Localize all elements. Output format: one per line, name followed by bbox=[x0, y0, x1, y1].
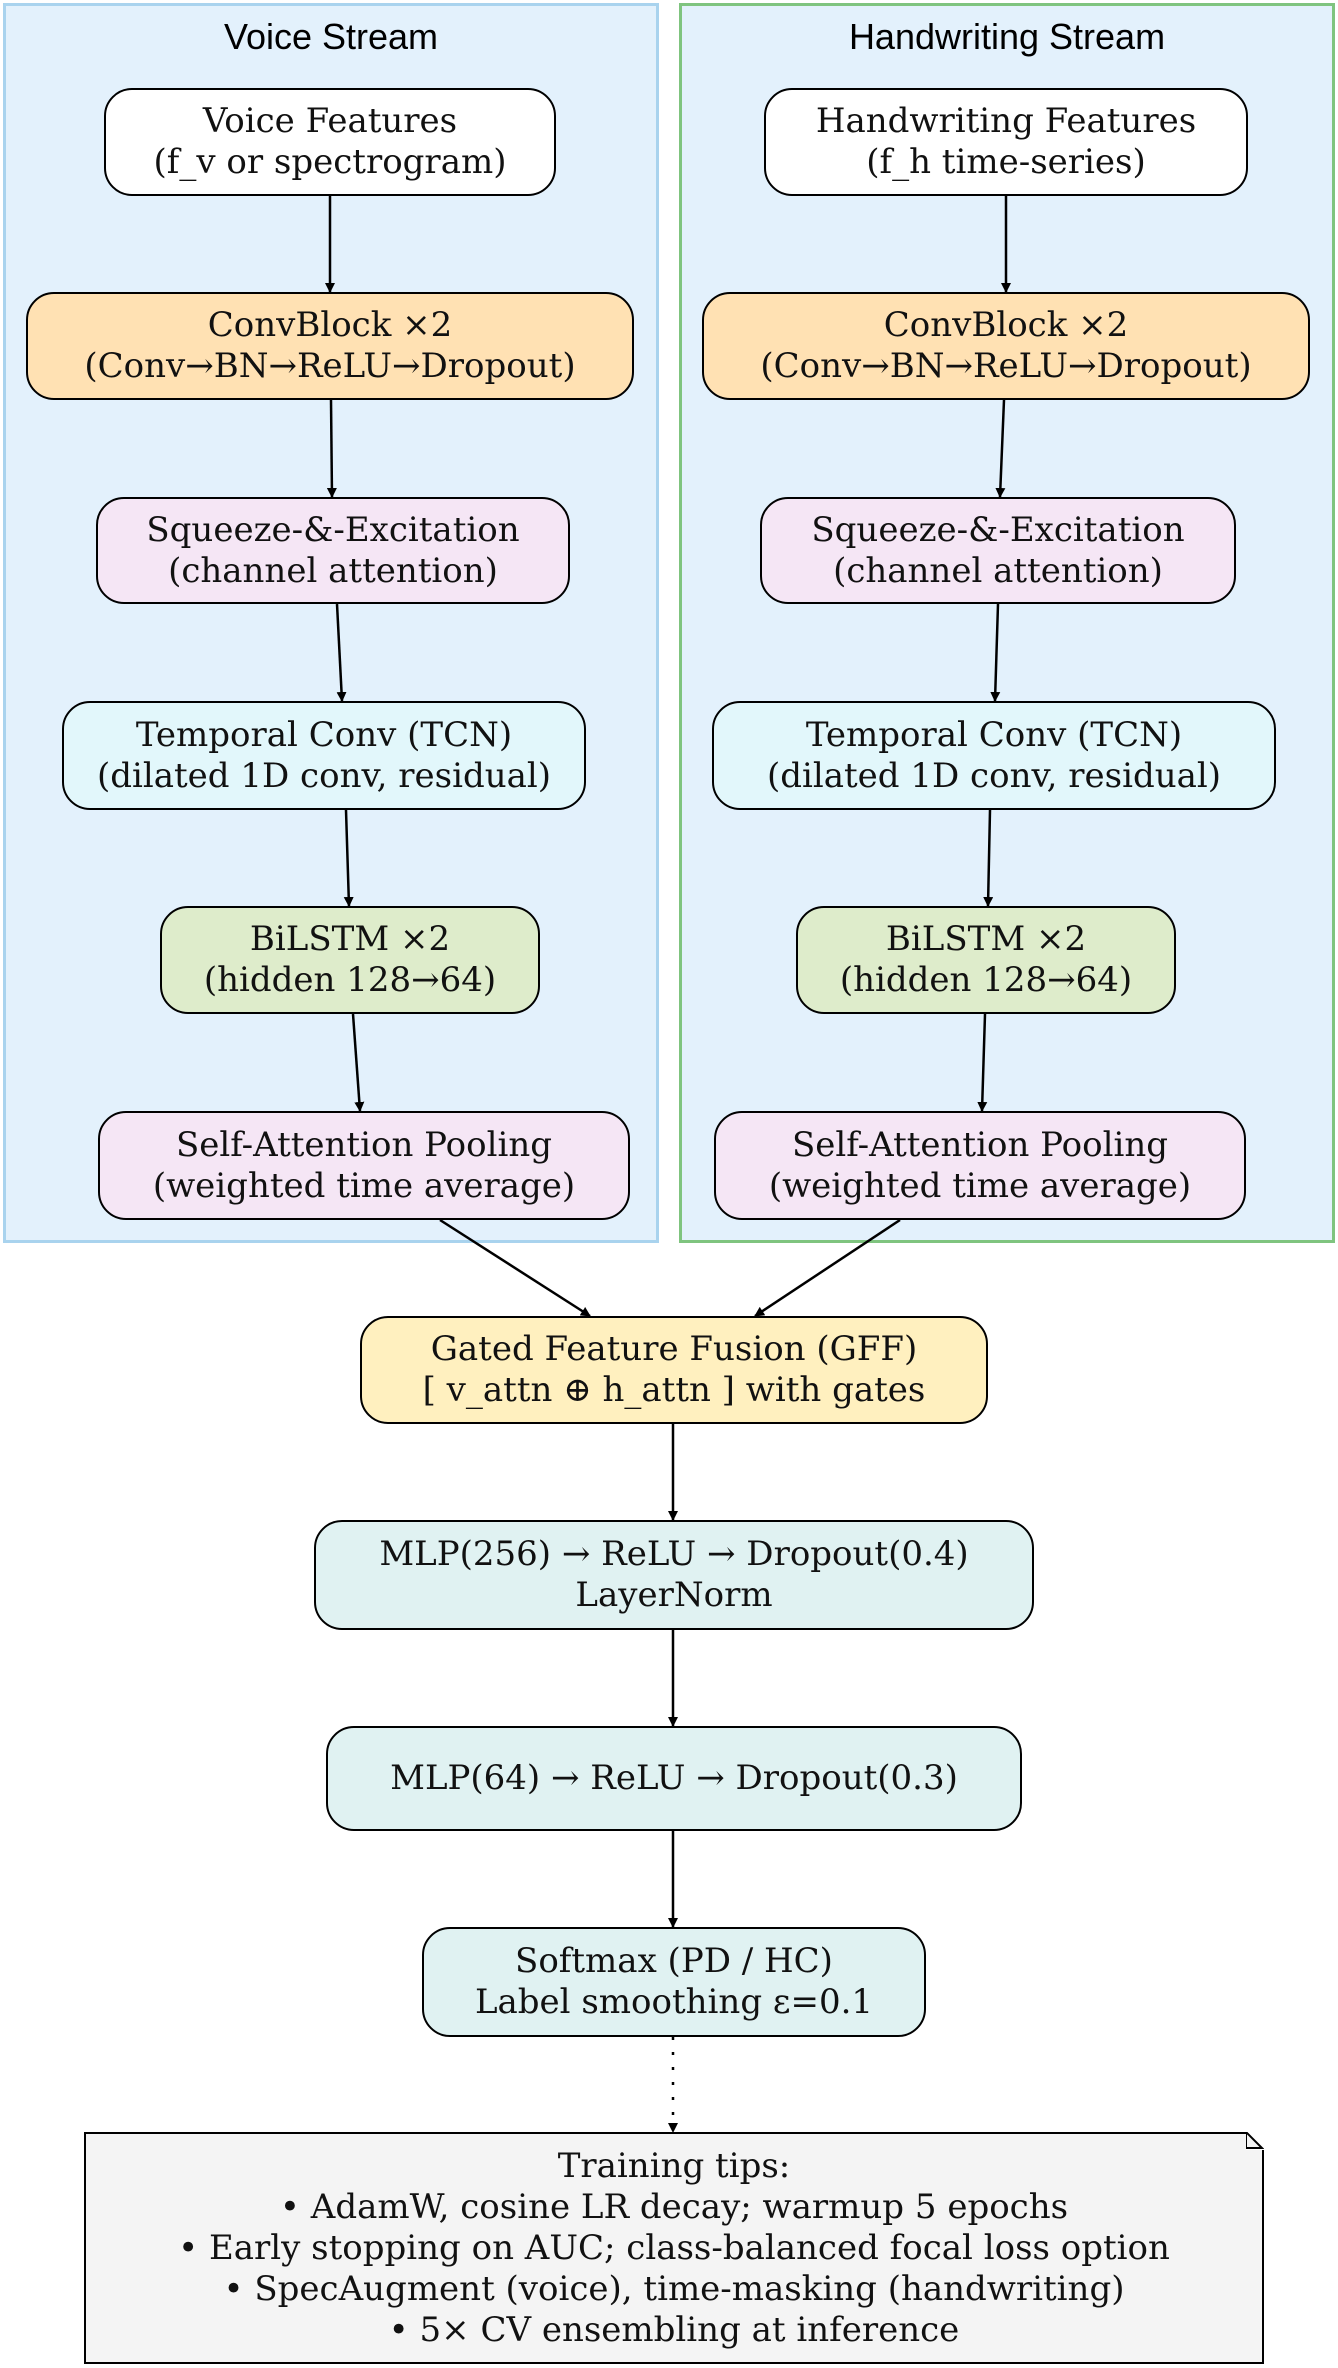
mlp-256-label: MLP(256) → ReLU → Dropout(0.4) bbox=[379, 1534, 969, 1574]
gated-feature-fusion-label: Gated Feature Fusion (GFF) bbox=[430, 1329, 918, 1369]
voice-stream-title: Voice Stream bbox=[223, 16, 439, 57]
voice-features-label: Voice Features bbox=[202, 101, 458, 141]
handwriting-bilstm-node: BiLSTM ×2 (hidden 128→64) bbox=[796, 906, 1176, 1014]
edge-voice-attn-fusion bbox=[439, 1218, 591, 1318]
handwriting-attn-pooling-sub: (weighted time average) bbox=[768, 1165, 1192, 1206]
voice-bilstm-node: BiLSTM ×2 (hidden 128→64) bbox=[160, 906, 540, 1014]
mlp-64-label: MLP(64) → ReLU → Dropout(0.3) bbox=[390, 1758, 958, 1798]
gated-feature-fusion-node: Gated Feature Fusion (GFF) [ v_attn ⊕ h_… bbox=[360, 1316, 988, 1424]
handwriting-convblock-sub: (Conv→BN→ReLU→Dropout) bbox=[760, 346, 1252, 386]
handwriting-tcn-node: Temporal Conv (TCN) (dilated 1D conv, re… bbox=[712, 701, 1276, 810]
training-tip-item: • SpecAugment (voice), time-masking (han… bbox=[223, 2268, 1125, 2309]
gated-feature-fusion-sub: [ v_attn ⊕ h_attn ] with gates bbox=[422, 1370, 926, 1410]
voice-se-sub: (channel attention) bbox=[168, 550, 498, 591]
voice-bilstm-sub: (hidden 128→64) bbox=[203, 960, 497, 1000]
edge-voice-lstm-attn bbox=[351, 1013, 365, 1112]
handwriting-attn-pooling-node: Self-Attention Pooling (weighted time av… bbox=[714, 1111, 1246, 1220]
note-fold-corner bbox=[1246, 2132, 1264, 2150]
edge-voice-conv-se bbox=[326, 399, 337, 498]
handwriting-convblock-label: ConvBlock ×2 bbox=[883, 305, 1129, 345]
edge-hw-tcn-lstm bbox=[983, 809, 994, 907]
mlp-64-node: MLP(64) → ReLU → Dropout(0.3) bbox=[326, 1726, 1022, 1831]
voice-se-node: Squeeze-&-Excitation (channel attention) bbox=[96, 497, 570, 604]
voice-features-node: Voice Features (f_v or spectrogram) bbox=[104, 88, 556, 196]
voice-convblock-node: ConvBlock ×2 (Conv→BN→ReLU→Dropout) bbox=[26, 292, 634, 400]
handwriting-convblock-node: ConvBlock ×2 (Conv→BN→ReLU→Dropout) bbox=[702, 292, 1310, 400]
training-tips-note: Training tips: • AdamW, cosine LR decay;… bbox=[84, 2132, 1264, 2364]
training-tip-item: • 5× CV ensembling at inference bbox=[388, 2309, 960, 2350]
voice-convblock-label: ConvBlock ×2 bbox=[207, 305, 453, 345]
handwriting-attn-pooling-label: Self-Attention Pooling bbox=[791, 1124, 1168, 1165]
handwriting-stream-title: Handwriting Stream bbox=[848, 16, 1166, 57]
handwriting-features-label: Handwriting Features bbox=[815, 101, 1197, 141]
mlp-256-node: MLP(256) → ReLU → Dropout(0.4) LayerNorm bbox=[314, 1520, 1034, 1630]
voice-features-sub: (f_v or spectrogram) bbox=[153, 142, 507, 182]
softmax-node: Softmax (PD / HC) Label smoothing ε=0.1 bbox=[422, 1927, 926, 2037]
handwriting-bilstm-label: BiLSTM ×2 bbox=[885, 919, 1087, 959]
edge-hw-se-tcn bbox=[990, 603, 1001, 702]
handwriting-tcn-sub: (dilated 1D conv, residual) bbox=[766, 755, 1222, 796]
mlp-256-sub: LayerNorm bbox=[575, 1575, 773, 1615]
edge-hw-lstm-attn bbox=[977, 1013, 988, 1112]
handwriting-tcn-label: Temporal Conv (TCN) bbox=[805, 714, 1183, 755]
handwriting-features-node: Handwriting Features (f_h time-series) bbox=[764, 88, 1248, 196]
handwriting-se-sub: (channel attention) bbox=[833, 550, 1163, 591]
edge-voice-tcn-lstm bbox=[343, 809, 354, 907]
softmax-sub: Label smoothing ε=0.1 bbox=[474, 1982, 874, 2022]
edge-hw-attn-fusion bbox=[754, 1218, 901, 1318]
edge-voice-se-tcn bbox=[335, 603, 347, 702]
voice-attn-pooling-sub: (weighted time average) bbox=[152, 1165, 576, 1206]
handwriting-se-label: Squeeze-&-Excitation bbox=[811, 509, 1185, 550]
softmax-label: Softmax (PD / HC) bbox=[515, 1941, 833, 1981]
training-tip-item: • Early stopping on AUC; class-balanced … bbox=[178, 2227, 1170, 2268]
training-tips-title: Training tips: bbox=[557, 2145, 791, 2186]
voice-attn-pooling-label: Self-Attention Pooling bbox=[175, 1124, 552, 1165]
voice-se-label: Squeeze-&-Excitation bbox=[146, 509, 520, 550]
training-tip-item: • AdamW, cosine LR decay; warmup 5 epoch… bbox=[279, 2186, 1069, 2227]
handwriting-bilstm-sub: (hidden 128→64) bbox=[839, 960, 1133, 1000]
voice-convblock-sub: (Conv→BN→ReLU→Dropout) bbox=[84, 346, 576, 386]
voice-bilstm-label: BiLSTM ×2 bbox=[249, 919, 451, 959]
handwriting-se-node: Squeeze-&-Excitation (channel attention) bbox=[760, 497, 1236, 604]
edge-hw-conv-se bbox=[995, 399, 1006, 498]
voice-tcn-sub: (dilated 1D conv, residual) bbox=[96, 755, 552, 796]
voice-attn-pooling-node: Self-Attention Pooling (weighted time av… bbox=[98, 1111, 630, 1220]
voice-tcn-label: Temporal Conv (TCN) bbox=[135, 714, 513, 755]
handwriting-features-sub: (f_h time-series) bbox=[866, 142, 1146, 182]
voice-tcn-node: Temporal Conv (TCN) (dilated 1D conv, re… bbox=[62, 701, 586, 810]
